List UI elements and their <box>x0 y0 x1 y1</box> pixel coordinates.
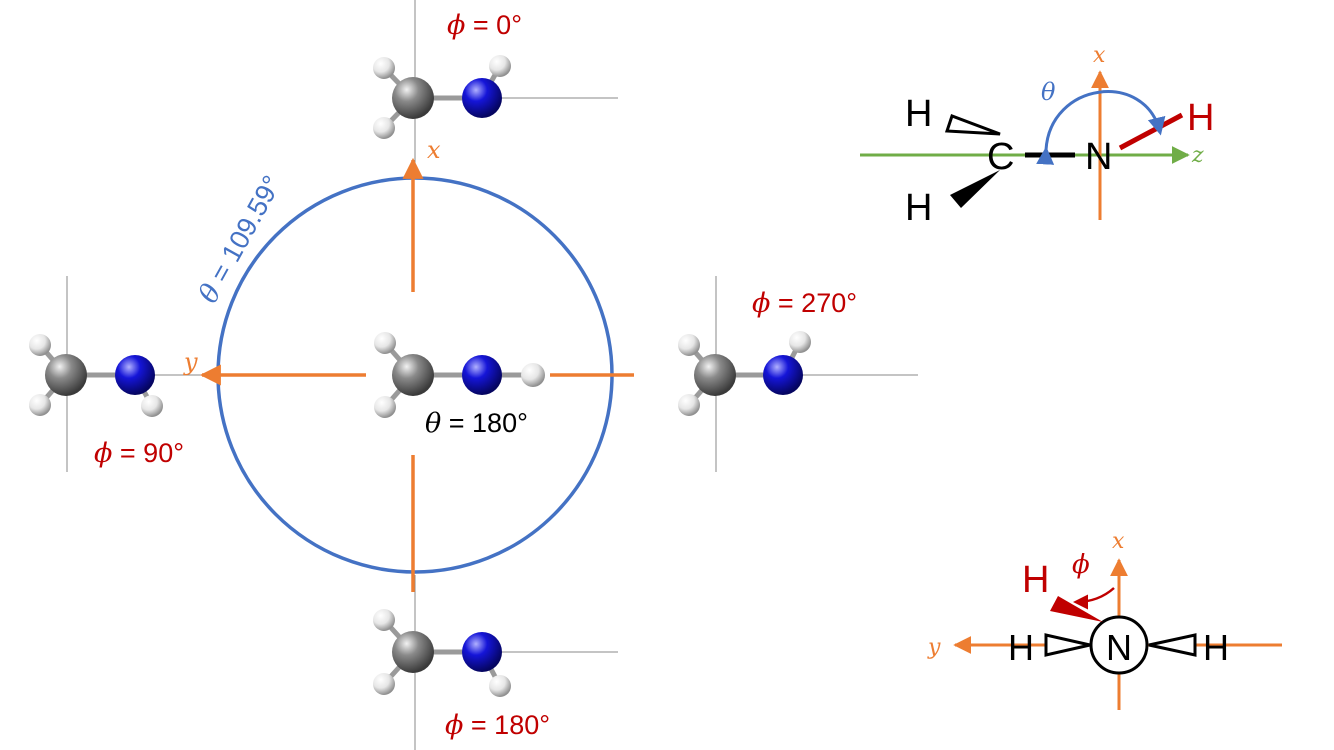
y-axis-label: y <box>183 348 198 376</box>
hydrogen-atom <box>678 334 700 356</box>
side-x-label: x <box>1093 43 1106 68</box>
carbon-atom <box>392 77 434 119</box>
newman-left-wedge <box>1044 633 1091 657</box>
newman-h-red: H <box>1022 559 1049 601</box>
top-phi-label: ϕ = 0° <box>447 10 522 41</box>
carbon-atom <box>45 354 87 396</box>
hydrogen-atom <box>374 396 396 418</box>
phi-symbol: ϕ <box>445 710 463 741</box>
hydrogen-atom <box>489 55 511 77</box>
newman-h-right: H <box>1203 627 1229 668</box>
side-z-label: z <box>1191 143 1204 168</box>
nitrogen-atom <box>763 355 803 395</box>
bottom-phi-label: ϕ = 180° <box>445 710 550 741</box>
hydrogen-atom <box>373 117 395 139</box>
phi-arc-arrow <box>1073 587 1115 610</box>
nitrogen-atom <box>462 78 502 118</box>
carbon-atom <box>694 354 736 396</box>
newman-y-label: y <box>927 635 941 660</box>
hydrogen-atom <box>373 673 395 695</box>
newman-x-label: x <box>1112 529 1125 554</box>
newman-h-left: H <box>1008 627 1034 668</box>
phi-value: = 180° <box>463 710 550 740</box>
carbon-atom <box>392 631 434 673</box>
hydrogen-atom <box>789 331 811 353</box>
center-theta-symbol: θ <box>425 408 441 439</box>
hydrogen-atom <box>678 394 700 416</box>
hydrogen-atom <box>141 395 163 417</box>
left-conformer <box>29 334 163 417</box>
hydrogen-atom <box>29 334 51 356</box>
side-h-red: H <box>1187 97 1214 139</box>
phi-value: = 0° <box>465 10 522 40</box>
newman-projection: x y N H H H ϕ <box>927 529 1282 710</box>
hydrogen-atom <box>374 332 396 354</box>
right-phi-label: ϕ = 270° <box>752 288 857 319</box>
center-theta-label: θ = 180° <box>425 408 528 439</box>
newman-nitrogen-circle <box>1089 615 1149 675</box>
side-carbon-label: C <box>987 136 1014 178</box>
center-theta-value: = 180° <box>441 408 528 438</box>
side-h-lower: H <box>905 187 932 229</box>
left-phi-label: ϕ = 90° <box>94 438 184 469</box>
hydrogen-atom <box>489 675 511 697</box>
carbon-atom <box>392 354 434 396</box>
center-conformer <box>374 332 545 418</box>
nitrogen-atom <box>462 355 502 395</box>
hydrogen-atom <box>521 363 545 387</box>
top-conformer <box>373 55 511 139</box>
n-h-bond <box>1118 112 1184 151</box>
theta-arc-arrow <box>1036 90 1166 165</box>
x-axis-label: x <box>427 136 441 164</box>
hydrogen-atom <box>29 394 51 416</box>
bottom-conformer <box>373 609 511 697</box>
newman-phi-label: ϕ <box>1072 550 1090 580</box>
solid-wedge-bond <box>950 170 1000 208</box>
right-conformer <box>678 331 811 416</box>
nitrogen-atom <box>115 355 155 395</box>
phi-symbol: ϕ <box>752 288 770 319</box>
main-diagram: x y θ = 109.59° θ = 180° <box>29 0 918 750</box>
newman-nitrogen-label: N <box>1106 627 1132 668</box>
phi-symbol: ϕ <box>94 438 112 469</box>
hydrogen-atom <box>373 609 395 631</box>
side-theta-label: θ <box>1041 78 1056 106</box>
nitrogen-atom <box>462 632 502 672</box>
hydrogen-atom <box>373 57 395 79</box>
phi-symbol: ϕ <box>447 10 465 41</box>
open-wedge-bond <box>944 114 1001 136</box>
newman-right-wedge <box>1148 633 1197 657</box>
side-h-upper: H <box>905 93 932 135</box>
phi-value: = 270° <box>770 288 857 318</box>
side-nitrogen-label: N <box>1085 136 1112 178</box>
side-view-diagram: x z H H C N H θ <box>860 43 1214 229</box>
phi-value: = 90° <box>112 438 184 468</box>
